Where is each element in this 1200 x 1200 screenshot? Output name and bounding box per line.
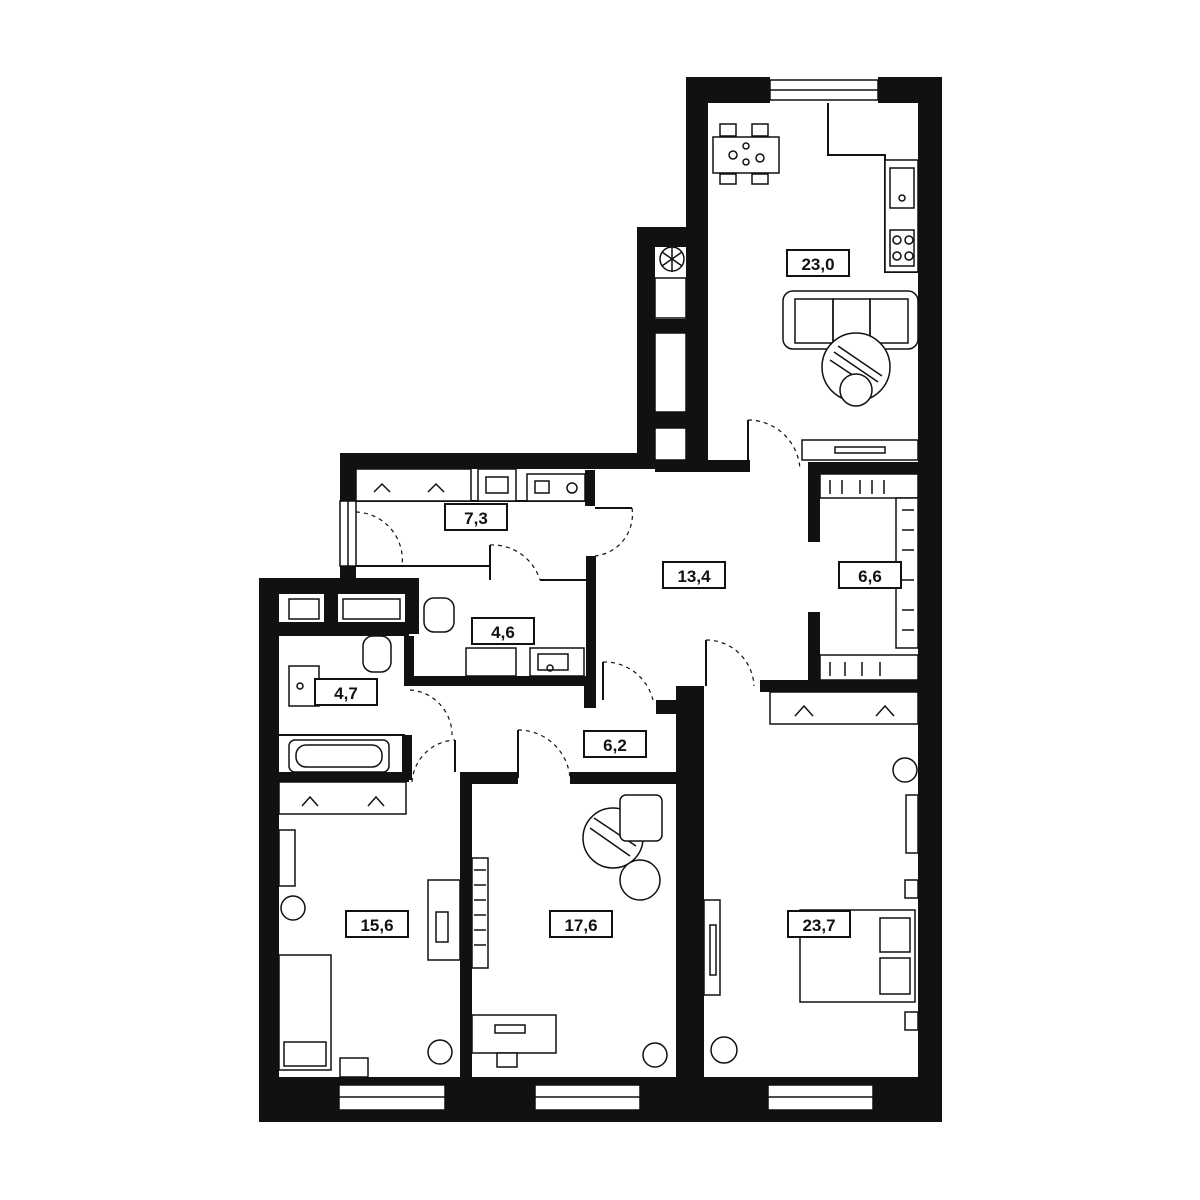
room-area-label: 4,6 (471, 617, 535, 645)
master-bedroom-furniture (703, 691, 919, 1064)
entry-wardrobe (355, 468, 586, 502)
doors (355, 419, 801, 783)
room-area-label: 23,7 (787, 910, 851, 938)
room-area-label: 23,0 (786, 249, 850, 277)
room-area-label: 7,3 (444, 503, 508, 531)
room-area-label: 17,6 (549, 910, 613, 938)
small-bathroom-fixtures (423, 597, 585, 677)
room-area-label: 13,4 (662, 561, 726, 589)
dining-table (712, 123, 780, 185)
armchair (654, 277, 687, 319)
room-area-label: 6,6 (838, 561, 902, 589)
bedroom-middle-furniture (471, 794, 668, 1068)
bedroom-left-furniture (278, 781, 461, 1078)
room-area-label: 15,6 (345, 910, 409, 938)
walls (259, 77, 942, 1122)
room-area-label: 6,2 (583, 730, 647, 758)
rug-coffee-table (821, 332, 891, 407)
closet-shelves (819, 473, 919, 681)
windows (288, 79, 879, 1111)
kitchen-counter (884, 159, 919, 273)
tv-stand (801, 439, 919, 461)
room-area-label: 4,7 (314, 678, 378, 706)
plant-icon (659, 246, 685, 272)
